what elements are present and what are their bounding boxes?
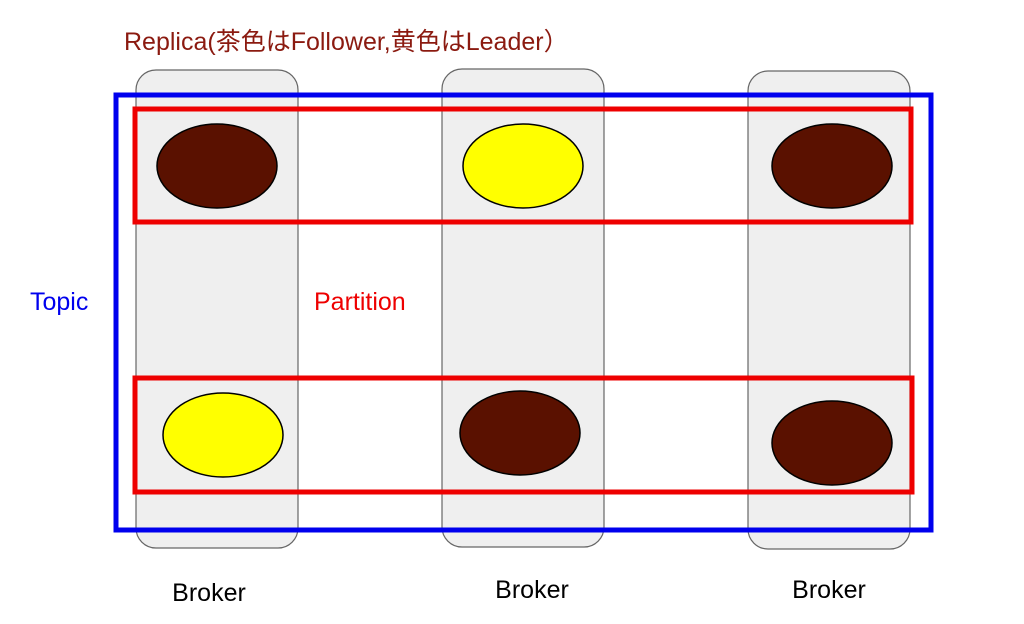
broker-label-1: Broker — [172, 579, 246, 607]
replica-p2-b2 — [459, 390, 581, 476]
replica-p1-b2 — [462, 123, 584, 209]
broker-label-2: Broker — [495, 576, 569, 604]
partition-boundary-1 — [132, 106, 914, 225]
replica-p1-b3 — [771, 123, 893, 209]
topic-boundary — [113, 92, 934, 533]
partition-label: Partition — [314, 288, 406, 316]
topic-label: Topic — [30, 288, 89, 316]
replica-p1-b1 — [156, 123, 278, 209]
replica-legend-title: Replica(茶色はFollower,黄色はLeader） — [124, 28, 569, 56]
replica-p2-b3 — [771, 400, 893, 486]
replica-p2-b1 — [162, 392, 284, 478]
broker-label-3: Broker — [792, 576, 866, 604]
partition-boundary-2 — [132, 375, 915, 495]
